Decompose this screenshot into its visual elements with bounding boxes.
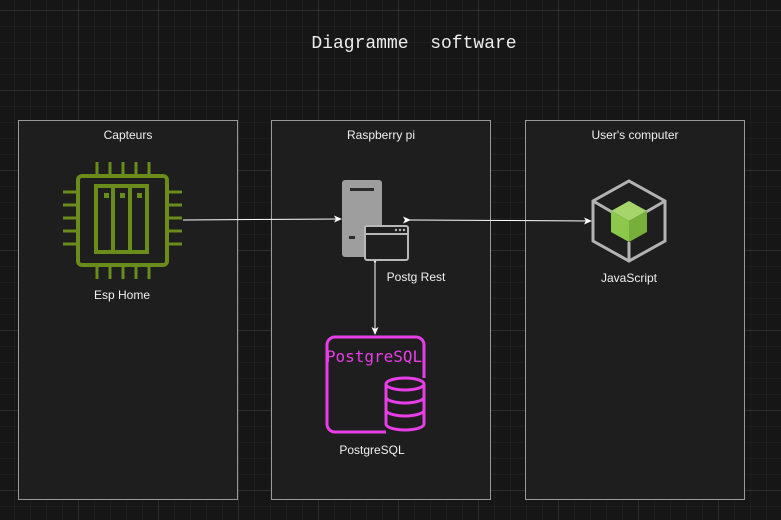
edge-esp-to-postgrest[interactable] (182, 215, 342, 223)
javascript-label: JavaScript (600, 271, 658, 285)
esp-home-label: Esp Home (93, 288, 151, 302)
panel-raspberry-title: Raspberry pi (346, 128, 416, 142)
edge-postgrest-to-javascript[interactable] (402, 216, 592, 225)
chip-icon[interactable] (63, 162, 182, 279)
database-icon[interactable] (325, 335, 426, 434)
panel-capteurs-title: Capteurs (103, 128, 153, 142)
panel-raspberry[interactable]: Raspberry pi (271, 120, 491, 500)
diagram-title: Diagramme software (311, 34, 517, 54)
panel-computer-title: User's computer (591, 128, 679, 142)
panel-capteurs[interactable]: Capteurs (18, 120, 238, 500)
nodejs-cube-icon[interactable] (591, 179, 667, 263)
postgrest-label: Postg Rest (386, 270, 446, 284)
postgresql-logo-text: PostgreSQL (326, 347, 422, 366)
postgresql-label: PostgreSQL (339, 443, 405, 457)
server-icon[interactable] (342, 180, 409, 261)
